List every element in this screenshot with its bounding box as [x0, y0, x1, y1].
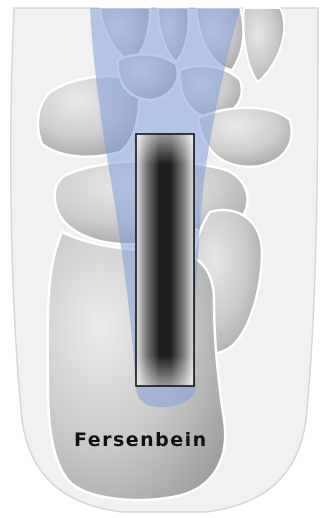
implant [136, 134, 194, 386]
calcaneus-label: Fersenbein [74, 429, 208, 451]
